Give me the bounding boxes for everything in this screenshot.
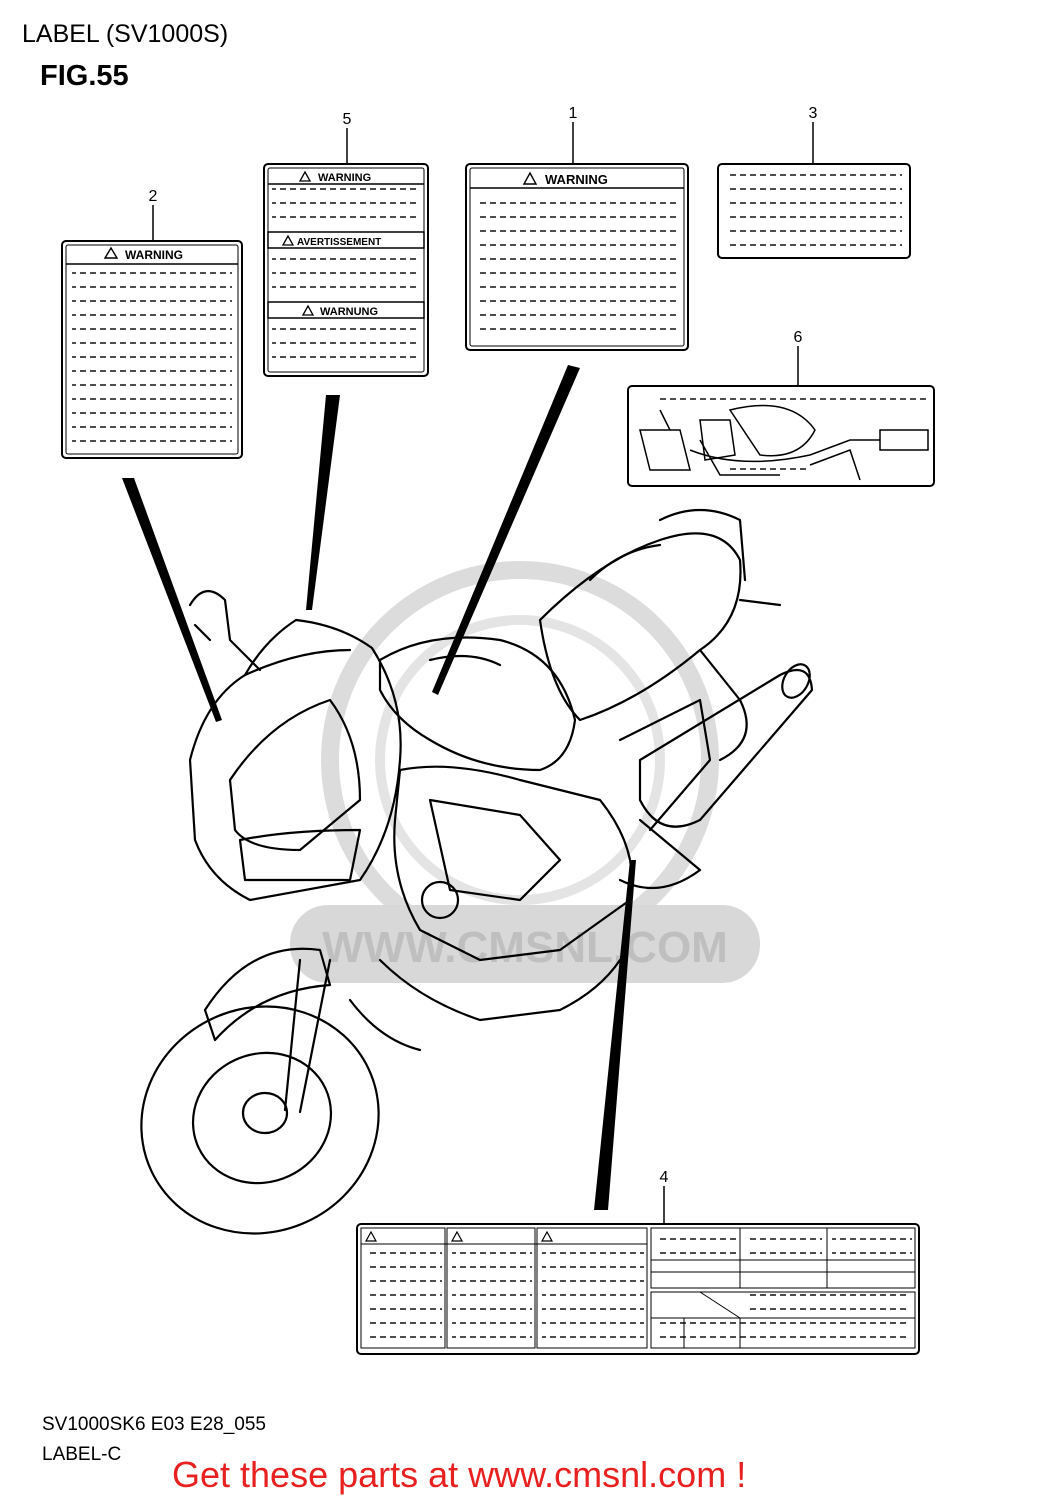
diagram-subtitle: LABEL-C	[42, 1444, 122, 1465]
label-2: WARNING	[61, 205, 243, 459]
label-6	[627, 346, 935, 487]
leader-lines	[122, 365, 636, 1210]
front-wheel	[140, 1005, 380, 1235]
label-1: WARNING	[465, 122, 689, 351]
fuel-tank	[378, 636, 577, 772]
callout-6: 6	[794, 329, 803, 346]
callout-2: 2	[149, 188, 158, 205]
label-2-heading: WARNING	[125, 248, 183, 262]
promo-link[interactable]: Get these parts at www.cmsnl.com !	[172, 1454, 747, 1495]
page-title: LABEL (SV1000S)	[22, 20, 229, 48]
label-5-heading-1: WARNING	[318, 172, 371, 184]
fairing	[188, 618, 402, 902]
watermark: WWW.CMSNL.COM	[290, 561, 760, 983]
label-1-heading: WARNING	[545, 172, 608, 187]
callout-5: 5	[343, 111, 352, 128]
engine	[393, 765, 634, 962]
label-4	[356, 1186, 920, 1355]
figure-number: FIG.55	[40, 60, 129, 92]
watermark-text: WWW.CMSNL.COM	[322, 923, 728, 972]
callout-1: 1	[569, 105, 578, 122]
label-3	[717, 122, 911, 259]
callout-3: 3	[809, 105, 818, 122]
label-5-heading-3: WARNUNG	[320, 306, 378, 318]
label-5-heading-2: AVERTISSEMENT	[297, 237, 381, 248]
exhaust	[638, 668, 814, 828]
label-5: WARNING AVERTISSEMENT WARNUNG	[263, 128, 429, 377]
motorcycle-outline	[140, 508, 814, 1235]
callout-4: 4	[660, 1169, 669, 1186]
diagram-code: SV1000SK6 E03 E28_055	[42, 1414, 266, 1435]
